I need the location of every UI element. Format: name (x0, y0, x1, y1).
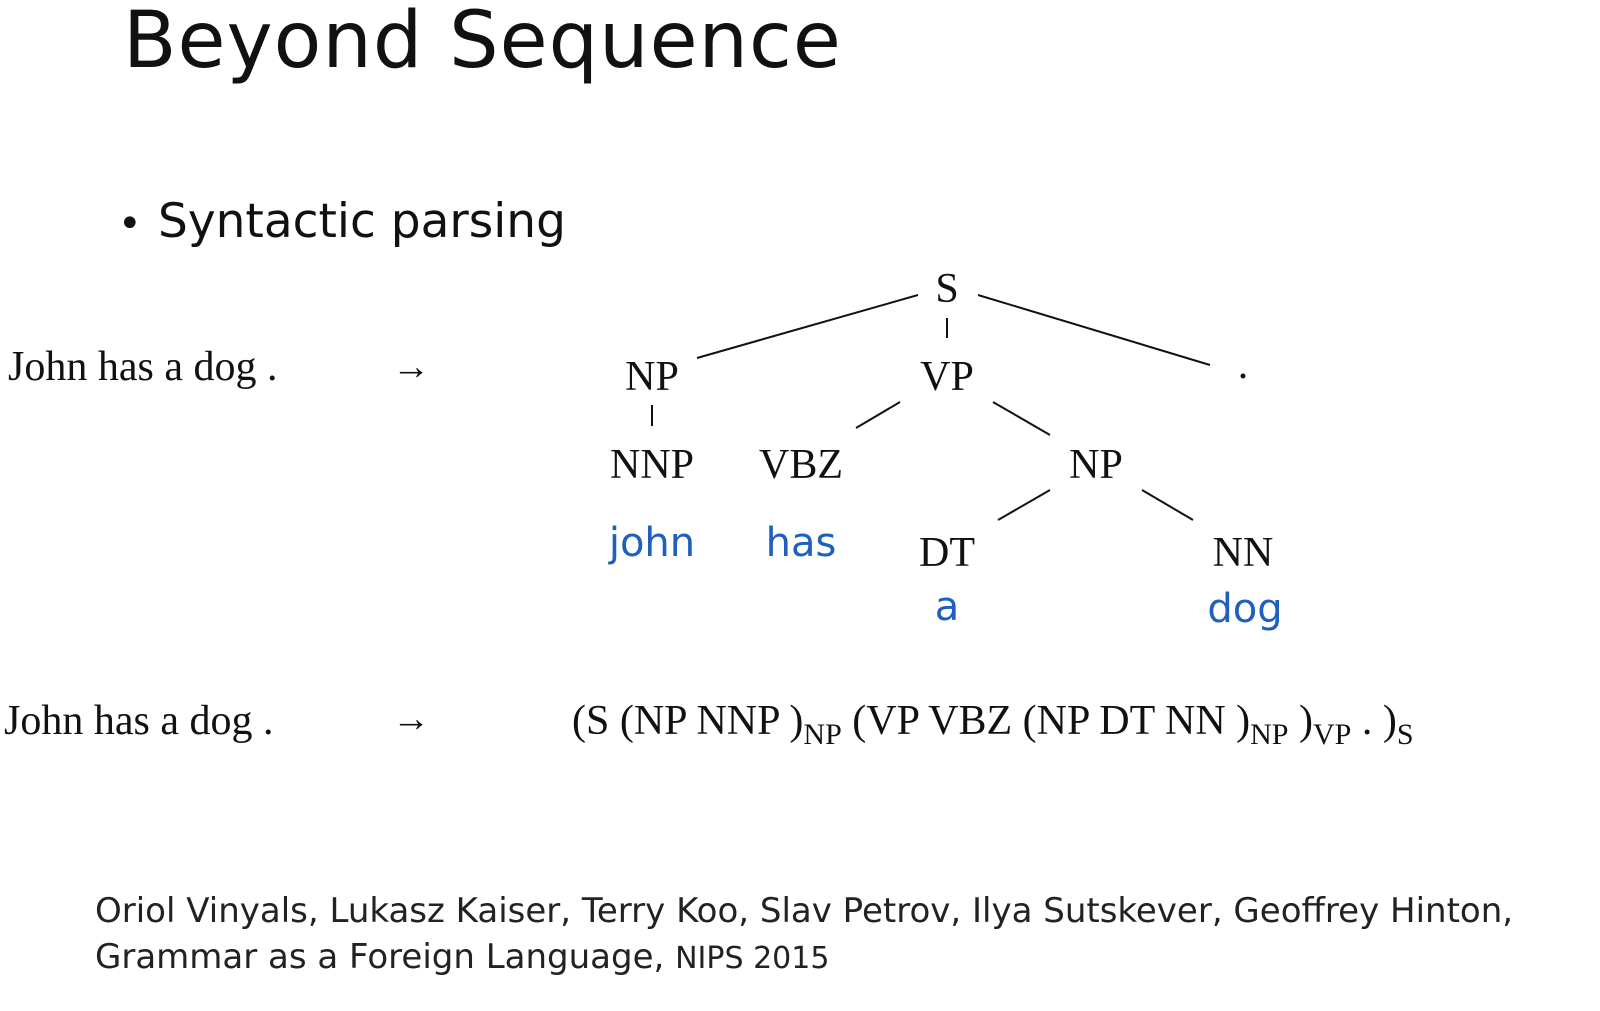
node-vp: VP (920, 354, 974, 400)
citation-authors: Oriol Vinyals, Lukasz Kaiser, Terry Koo,… (95, 891, 1514, 931)
right-arrow-icon: → (392, 698, 430, 740)
input-sentence-2: John has a dog . (4, 698, 274, 744)
edge-np-dt (997, 489, 1051, 521)
node-s: S (935, 266, 958, 312)
citation-venue: NIPS 2015 (675, 941, 830, 976)
node-np-object: NP (1069, 442, 1123, 488)
right-arrow-icon: → (392, 346, 430, 388)
linear-sub-2: NP (1250, 718, 1289, 751)
leaf-word-dog: dog (1207, 586, 1282, 632)
linear-sub-3: VP (1313, 718, 1352, 751)
linear-sub-4: S (1396, 718, 1414, 751)
leaf-word-a: a (935, 584, 960, 630)
bullet-icon: • (118, 201, 142, 247)
bullet-text: Syntactic parsing (158, 194, 566, 249)
node-dt: DT (919, 530, 975, 576)
edge-np-nn (1141, 489, 1194, 521)
edge-s-np (696, 294, 919, 359)
citation-title: Grammar as a Foreign Language, (95, 937, 676, 977)
input-sentence-1: John has a dog . (8, 344, 278, 390)
node-nn: NN (1213, 530, 1274, 576)
linearized-parse: (S (NP NNP )NP (VP VBZ (NP DT NN )NP )VP… (572, 700, 1414, 750)
node-period: . (1238, 342, 1249, 388)
leaf-word-has: has (766, 520, 837, 566)
leaf-word-john: john (608, 520, 695, 566)
linear-part-3: ) (1288, 698, 1313, 744)
slide-title: Beyond Sequence (123, 0, 842, 86)
edge-vp-np (992, 401, 1051, 436)
node-np: NP (625, 354, 679, 400)
node-vbz: VBZ (759, 442, 843, 488)
linear-part-4: . ) (1351, 698, 1397, 744)
edge-s-period (977, 294, 1211, 366)
edge-vp-vbz (855, 401, 901, 429)
linear-part-2: (VP VBZ (NP DT NN ) (841, 698, 1251, 744)
node-nnp: NNP (610, 442, 694, 488)
citation-paper: Grammar as a Foreign Language, NIPS 2015 (95, 940, 829, 974)
linear-sub-1: NP (803, 718, 842, 751)
linear-part-1: (S (NP NNP ) (572, 698, 804, 744)
